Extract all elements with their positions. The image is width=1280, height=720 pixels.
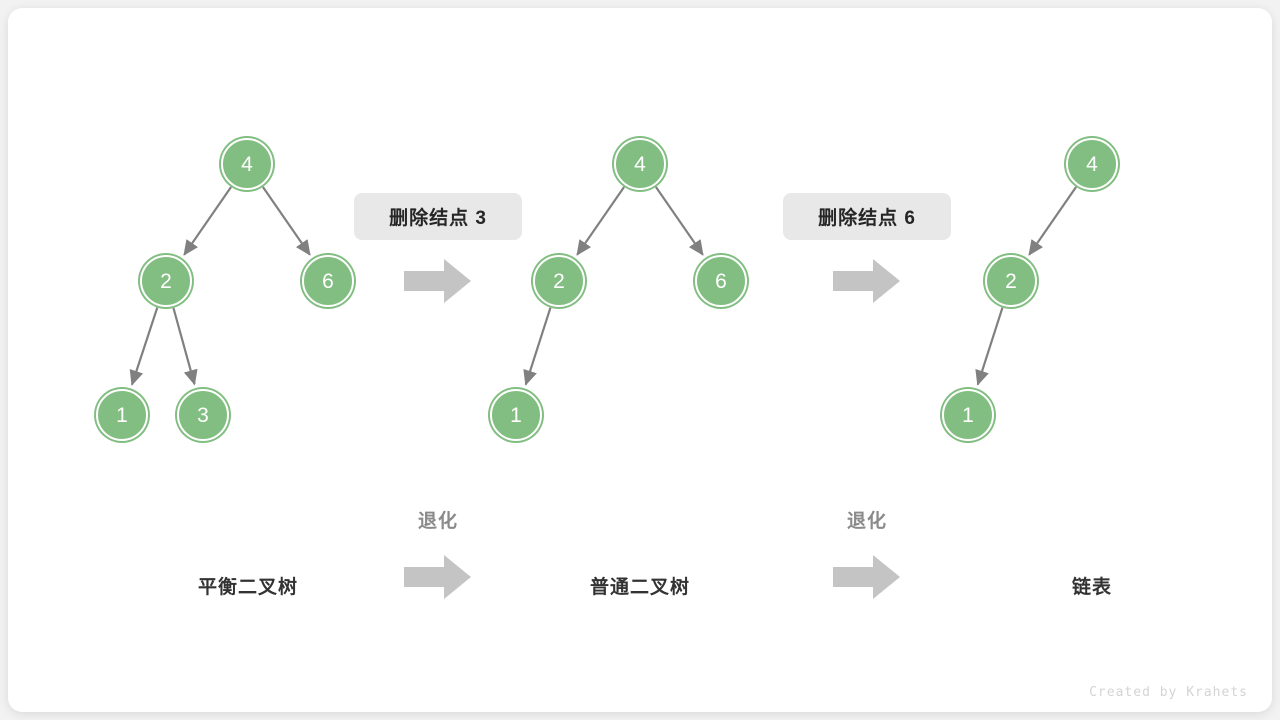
tree-edge <box>523 307 552 386</box>
tree-edge-layer <box>129 186 1077 386</box>
tree-edge <box>576 186 625 256</box>
tree-node-linked-list-4: 4 <box>1066 138 1118 190</box>
caption-linked-list: 链表 <box>1071 577 1113 598</box>
tree-edge <box>129 307 159 386</box>
degenerate-label-1: 退化 <box>417 511 459 532</box>
degenerate-label-2: 退化 <box>846 511 888 532</box>
tree-edge <box>183 186 232 256</box>
caption-ordinary-tree: 普通二叉树 <box>589 577 691 598</box>
tree-node-ordinary-1: 1 <box>490 389 542 441</box>
tree-node-ordinary-6: 6 <box>695 255 747 307</box>
tree-node-linked-list-2: 2 <box>985 255 1037 307</box>
degenerate-arrow-1 <box>404 555 471 599</box>
tree-node-ordinary-2: 2 <box>533 255 585 307</box>
tree-node-linked-list-1: 1 <box>942 389 994 441</box>
degenerate-arrow-2 <box>833 555 900 599</box>
transition-arrow-delete-3 <box>404 259 471 303</box>
tree-node-balanced-4: 4 <box>221 138 273 190</box>
tree-node-balanced-1: 1 <box>96 389 148 441</box>
tree-node-balanced-3: 3 <box>177 389 229 441</box>
tree-edge <box>1028 186 1077 256</box>
op-box-delete-3: 删除结点 3 <box>354 193 522 240</box>
watermark: Created by Krahets <box>1089 685 1248 700</box>
caption-balanced-tree: 平衡二叉树 <box>197 577 299 598</box>
tree-node-ordinary-4: 4 <box>614 138 666 190</box>
tree-edge <box>975 307 1004 386</box>
tree-node-balanced-2: 2 <box>140 255 192 307</box>
tree-edge <box>172 307 198 386</box>
tree-node-balanced-6: 6 <box>302 255 354 307</box>
tree-edge <box>262 186 311 256</box>
op-box-delete-6: 删除结点 6 <box>783 193 951 240</box>
transition-arrow-delete-6 <box>833 259 900 303</box>
tree-edge <box>655 186 704 256</box>
